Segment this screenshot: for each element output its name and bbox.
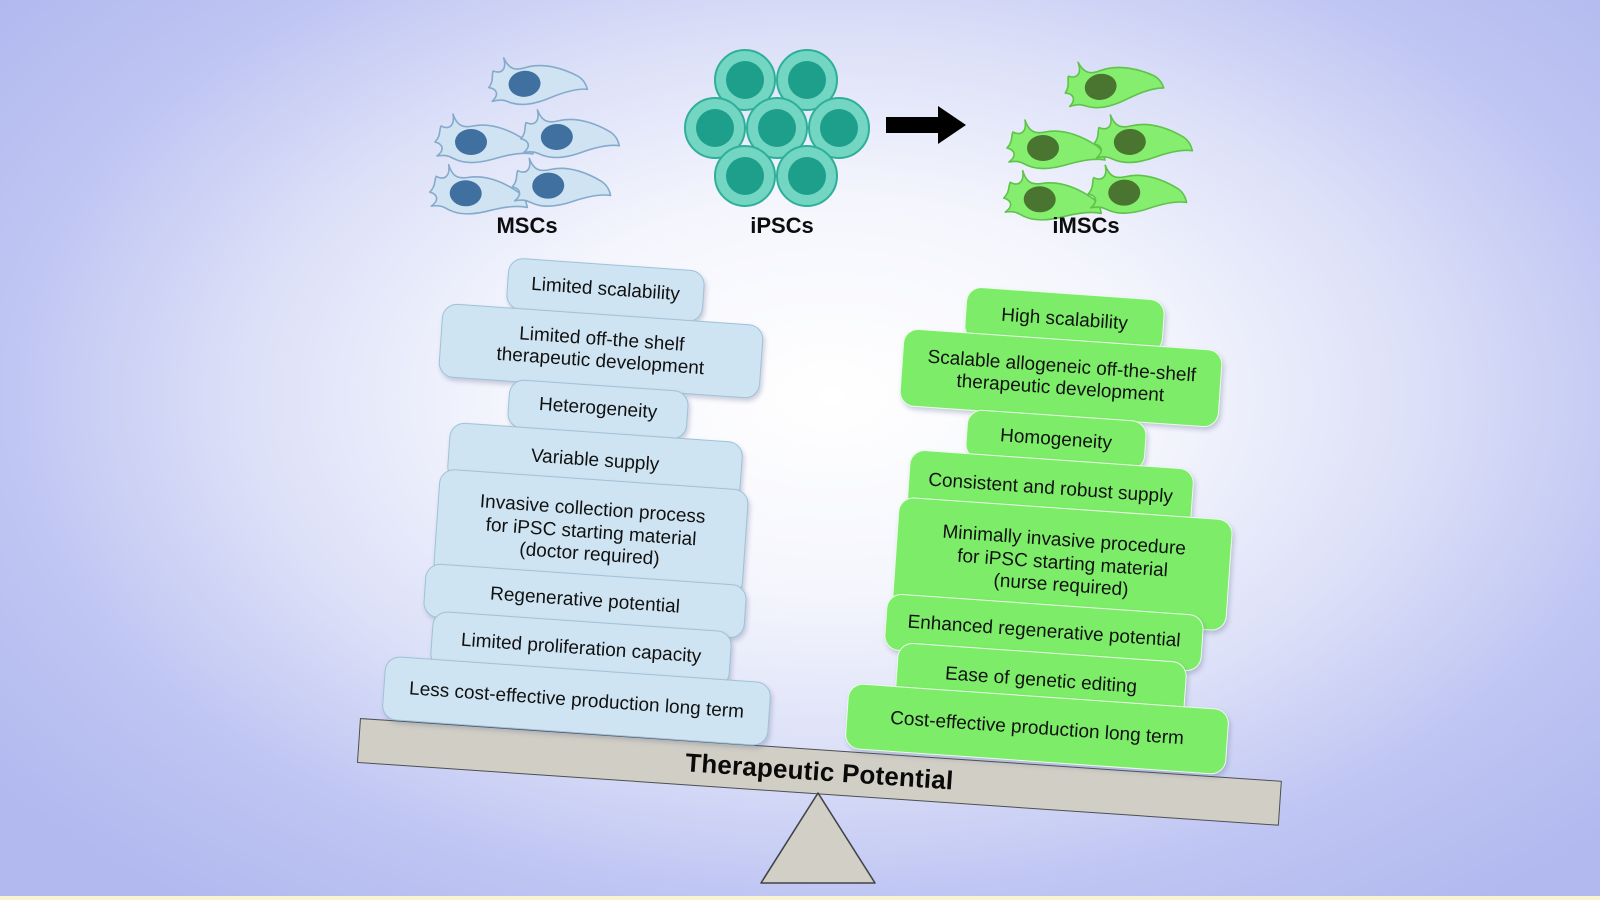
- msc-cells-illustration: [428, 48, 621, 217]
- ipsc-colony-illustration: [684, 49, 870, 207]
- msc-group-label: MSCs: [496, 213, 558, 238]
- imsc-group-label: iMSCs: [1052, 213, 1120, 238]
- seesaw-fulcrum-triangle: [760, 792, 876, 884]
- right-arrow-icon: [886, 106, 966, 144]
- bottom-edge-strip: [0, 896, 1600, 900]
- imsc-advantage-box: Scalable allogeneic off-the-shelf therap…: [898, 327, 1224, 429]
- imsc-cells-illustration: [1002, 50, 1194, 223]
- ipsc-group-label: iPSCs: [750, 213, 814, 238]
